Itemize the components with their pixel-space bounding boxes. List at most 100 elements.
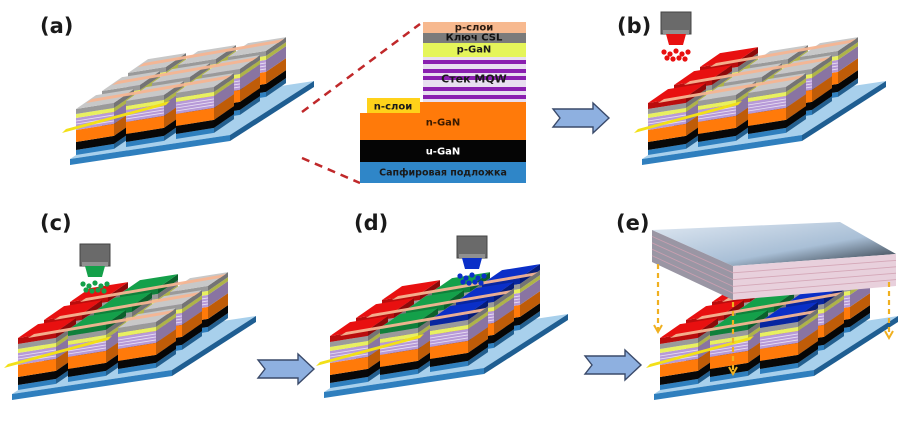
subpixel-top	[660, 318, 718, 338]
ink-droplet	[670, 56, 676, 62]
ink-droplet	[679, 51, 685, 57]
subpixel-top	[760, 302, 818, 322]
mqw-line	[709, 347, 749, 355]
mqw-line	[67, 344, 107, 352]
pixel-layer-front	[710, 350, 748, 369]
pixel-layer-front	[176, 86, 214, 98]
pixel-layer-front	[18, 337, 56, 349]
pixel-layer-side	[686, 94, 706, 112]
printhead-nozzle	[462, 258, 482, 269]
printheads	[79, 11, 692, 294]
pixel-layer-side	[266, 70, 286, 92]
plate-top	[652, 222, 896, 266]
substrate-front	[324, 368, 484, 398]
mqw-line	[17, 349, 57, 357]
pixel-layer-side	[214, 94, 234, 120]
pixel-layer-side	[240, 76, 260, 102]
subpixel-side	[724, 300, 744, 320]
ink-droplet	[664, 55, 670, 61]
pixel-layer-side	[736, 86, 756, 104]
row-electrode	[366, 290, 512, 318]
pixel-layer-side	[494, 309, 514, 335]
pixel-layer-side	[786, 73, 806, 92]
label-sapphire-substrate: Сапфировая подложка	[379, 168, 507, 179]
pixel-layer-side	[786, 106, 806, 128]
pixel-layer-side	[182, 299, 202, 325]
pixel-layer-front	[660, 337, 698, 349]
pixel-layer-front	[430, 340, 468, 359]
pixel-layer-side	[156, 317, 176, 343]
pixel-layer-front	[698, 127, 736, 142]
subpixel-top	[382, 280, 440, 300]
pixel-layer-front	[330, 376, 368, 388]
label-u-gan: u-GaN	[426, 147, 461, 158]
subpixel-front	[660, 331, 698, 344]
subpixel-top	[430, 300, 488, 320]
layer-p-layers	[423, 22, 526, 33]
led-array-b	[634, 37, 886, 165]
substrate-front	[70, 135, 230, 165]
subpixel-side	[368, 316, 388, 336]
process-arrows	[256, 101, 643, 386]
pixel-layer-side	[786, 114, 806, 133]
pixel-layer-front	[430, 352, 468, 367]
pixel-layer-front	[18, 342, 56, 353]
ink-droplet	[478, 280, 484, 286]
pixel-layer-side	[824, 290, 844, 309]
mqw-line	[379, 342, 419, 350]
pixel-layer-side	[208, 313, 228, 332]
pixel-layer-side	[182, 323, 202, 345]
pixel-layer-side	[208, 305, 228, 327]
pixel-layer-front	[698, 94, 736, 106]
pixel-layer-side	[850, 293, 870, 319]
pixel-layer-side	[266, 37, 286, 56]
pixel-layer-front	[176, 91, 214, 102]
mqw-stripes	[423, 60, 526, 99]
substrate-front	[12, 370, 172, 400]
pixel-layer-front	[330, 356, 368, 375]
subpixel-front	[430, 313, 468, 326]
pixel-layer-side	[798, 341, 818, 363]
pixel-layer-front	[330, 335, 368, 347]
ink-droplet	[89, 288, 95, 294]
pixel-layer-side	[798, 329, 818, 355]
mqw-line	[175, 98, 215, 106]
pixel-layer-side	[156, 308, 176, 327]
plate-layer-line	[651, 255, 734, 294]
pixel-layer-side	[812, 88, 832, 110]
mqw-line	[759, 336, 799, 344]
pixel-layer-front	[698, 135, 736, 147]
pixel-layer-side	[786, 78, 806, 96]
ink-droplet	[457, 273, 463, 279]
row-electrode	[340, 308, 486, 336]
pixel-layer-side	[114, 94, 134, 112]
pixel-layer-side	[838, 58, 858, 84]
row-electrode	[138, 39, 284, 67]
pixel-layer-side	[520, 270, 540, 289]
pixel-layer-front	[748, 91, 786, 102]
plate-front-edge	[733, 254, 896, 300]
n-electrode	[634, 101, 742, 133]
pixel-layer-side	[208, 293, 228, 319]
pixel-layer-side	[468, 339, 488, 361]
pixel-layer-side	[240, 55, 260, 74]
label-mqw-stack: Стек MQW	[441, 73, 507, 86]
subpixel-side	[56, 318, 76, 338]
ink-droplet	[92, 280, 98, 286]
subpixel-top	[456, 282, 514, 302]
pixel-layer-side	[494, 329, 514, 348]
pixel-layer-front	[76, 107, 114, 118]
pixel-layer-side	[838, 37, 858, 56]
subpixel-front	[710, 323, 748, 336]
alignment-arrow-head	[728, 366, 738, 377]
pixel-layer-front	[68, 329, 106, 341]
pixel-layer-side	[468, 327, 488, 353]
pixel-layer-side	[240, 96, 260, 115]
mqw-line	[659, 349, 699, 357]
plate-layer-line	[732, 266, 897, 281]
pixel-layer-side	[156, 313, 176, 331]
pixel-layer-side	[786, 94, 806, 120]
subpixel-top	[44, 300, 102, 320]
plate-layer-line	[732, 259, 897, 274]
pixel-layer-front	[380, 368, 418, 380]
